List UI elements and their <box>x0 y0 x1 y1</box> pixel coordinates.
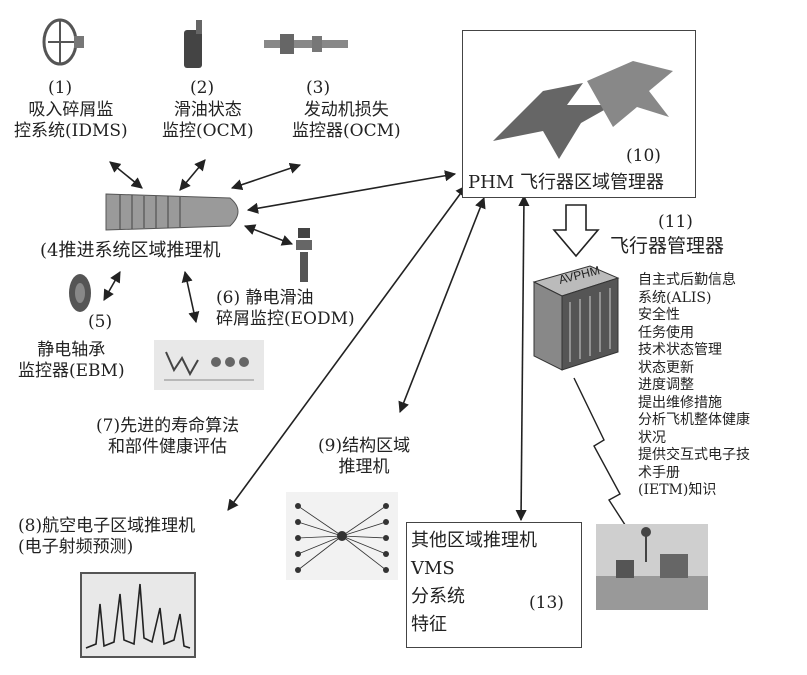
function-item: 技术状态管理 <box>638 342 722 358</box>
lightning-link <box>573 377 641 549</box>
other-reasoners-lines: 其他区域推理机 VMS 分系统 特征 <box>411 527 537 639</box>
engine-monitor-icon <box>264 34 348 54</box>
function-item: 安全性 <box>638 307 680 323</box>
ocm-eng-number: (3) <box>306 78 331 98</box>
phm-manager-box <box>462 30 696 198</box>
function-item: (IETM)知识 <box>638 482 717 498</box>
life-algorithm-label: (7)先进的寿命算法 和部件健康评估 <box>96 416 240 457</box>
propulsion-label: (4推进系统区域推理机 <box>40 240 221 261</box>
hollow-down-arrow <box>552 204 600 258</box>
other-reasoners-number: (13) <box>529 593 564 613</box>
function-item: 术手册 <box>638 464 680 481</box>
arrow-ocm-oil-propulsion <box>179 159 206 191</box>
functions-list: 自主式后勤信息系统(ALIS)安全性任务使用技术状态管理状态更新进度调整提出维修… <box>638 272 750 500</box>
aircraft-manager-label: 飞行器管理器 <box>610 235 725 257</box>
function-item: 自主式后勤信息 <box>638 272 736 288</box>
phm-number: (10) <box>626 146 661 166</box>
function-item: 提出维修措施 <box>638 394 722 411</box>
oil-sensor-icon <box>184 20 202 68</box>
arrow-structure-phm <box>398 196 486 414</box>
function-item: 分析飞机整体健康 <box>638 412 750 428</box>
ebm-sensor-icon <box>69 274 91 312</box>
eodm-label: (6) 静电滑油 碎屑监控(EODM) <box>216 288 355 329</box>
arrow-propulsion-ebm <box>103 271 121 301</box>
ocm-oil-label: 滑油状态 监控(OCM) <box>162 100 254 141</box>
arrow-ocm-eng-propulsion <box>230 162 302 191</box>
other-line-1: 其他区域推理机 <box>411 530 537 551</box>
phm-label: PHM 飞行器区域管理器 <box>468 172 664 193</box>
rf-spectrum-image <box>80 572 196 658</box>
function-item: 进度调整 <box>638 377 694 393</box>
arrow-propulsion-eodm <box>243 224 294 246</box>
aircraft-manager-number: (11) <box>658 212 693 232</box>
function-item: 状况 <box>638 429 666 446</box>
arrow-propulsion-life <box>181 270 200 324</box>
neural-network-image <box>286 492 398 580</box>
arrow-other-phm <box>515 194 530 522</box>
ocm-oil-number: (2) <box>190 78 215 98</box>
eodm-sensor-icon <box>296 228 312 282</box>
ground-station-image <box>596 524 708 610</box>
other-line-2: VMS <box>411 558 455 579</box>
function-item: 系统(ALIS) <box>638 289 712 306</box>
function-item: 任务使用 <box>638 324 694 341</box>
avphm-server-icon: AVPHM <box>532 263 620 371</box>
structure-label: (9)结构区域 推理机 <box>318 436 411 477</box>
arrow-propulsion-phm <box>246 170 457 214</box>
avionics-label: (8)航空电子区域推理机 (电子射频预测) <box>18 516 196 557</box>
other-line-3: 分系统 <box>411 586 465 607</box>
function-item: 状态更新 <box>638 359 694 376</box>
fighter-jets-image <box>493 61 673 159</box>
propulsion-engine-icon <box>105 193 239 231</box>
idms-number: (1) <box>48 78 73 98</box>
ebm-label: 静电轴承 监控器(EBM) <box>18 340 125 381</box>
ocm-eng-label: 发动机损失 监控器(OCM) <box>292 100 401 141</box>
idms-sensor-icon <box>42 18 84 66</box>
other-reasoners-box: 其他区域推理机 VMS 分系统 特征 (13) <box>406 522 582 648</box>
arrow-idms-propulsion <box>109 161 143 189</box>
life-algorithm-chart-image <box>154 340 264 390</box>
idms-label: 吸入碎屑监 控系统(IDMS) <box>14 100 128 141</box>
ebm-number: (5) <box>88 312 113 332</box>
other-line-4: 特征 <box>411 614 447 635</box>
function-item: 提供交互式电子技 <box>638 447 750 463</box>
